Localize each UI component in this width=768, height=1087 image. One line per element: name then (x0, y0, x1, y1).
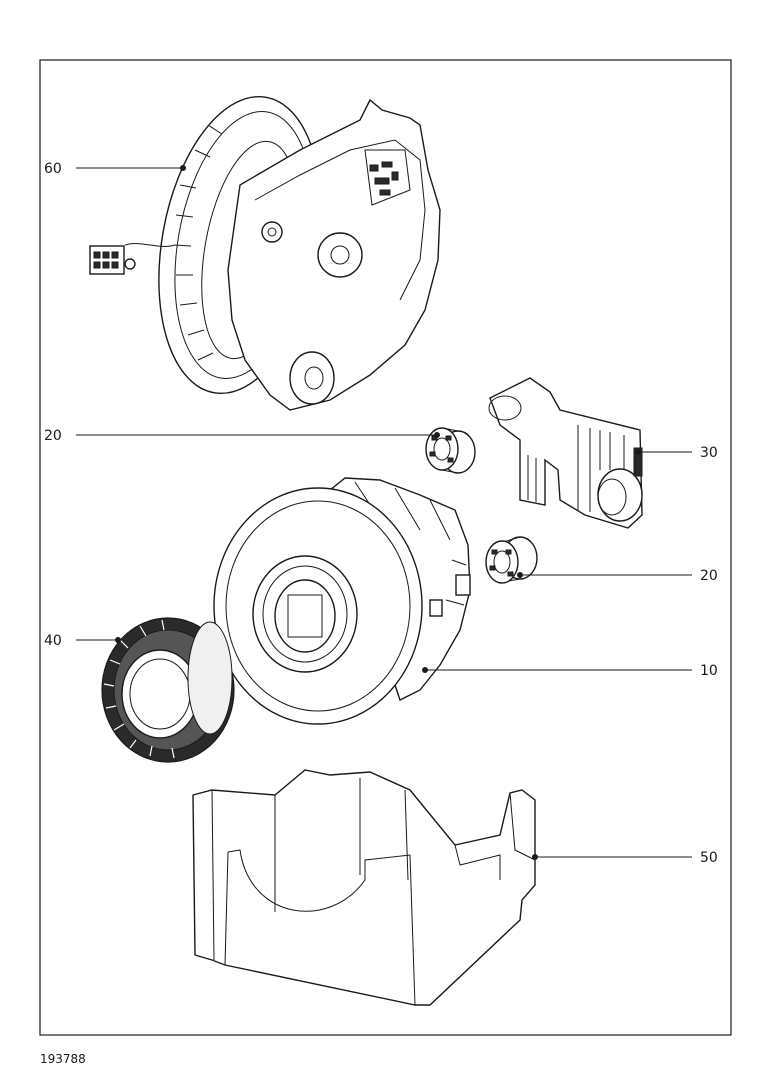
diagram-border (39, 59, 732, 1036)
callout-30: 30 (700, 445, 718, 461)
leader-lines (76, 165, 692, 860)
callout-20-upper: 20 (44, 428, 62, 444)
part-30-holder-bracket (488, 377, 643, 529)
part-60-cable-reel (89, 95, 441, 411)
part-20-bushing-upper (425, 427, 476, 474)
callout-10: 10 (700, 663, 718, 679)
part-20-bushing-lower (485, 536, 538, 584)
part-40-gasket-ring (101, 617, 235, 763)
callout-50: 50 (700, 850, 718, 866)
part-10-motor (213, 477, 471, 725)
callout-40: 40 (44, 633, 62, 649)
part-50-motor-cradle (192, 769, 536, 1006)
document-id: 193788 (40, 1052, 86, 1066)
callout-60: 60 (44, 161, 62, 177)
callout-20-lower: 20 (700, 568, 718, 584)
